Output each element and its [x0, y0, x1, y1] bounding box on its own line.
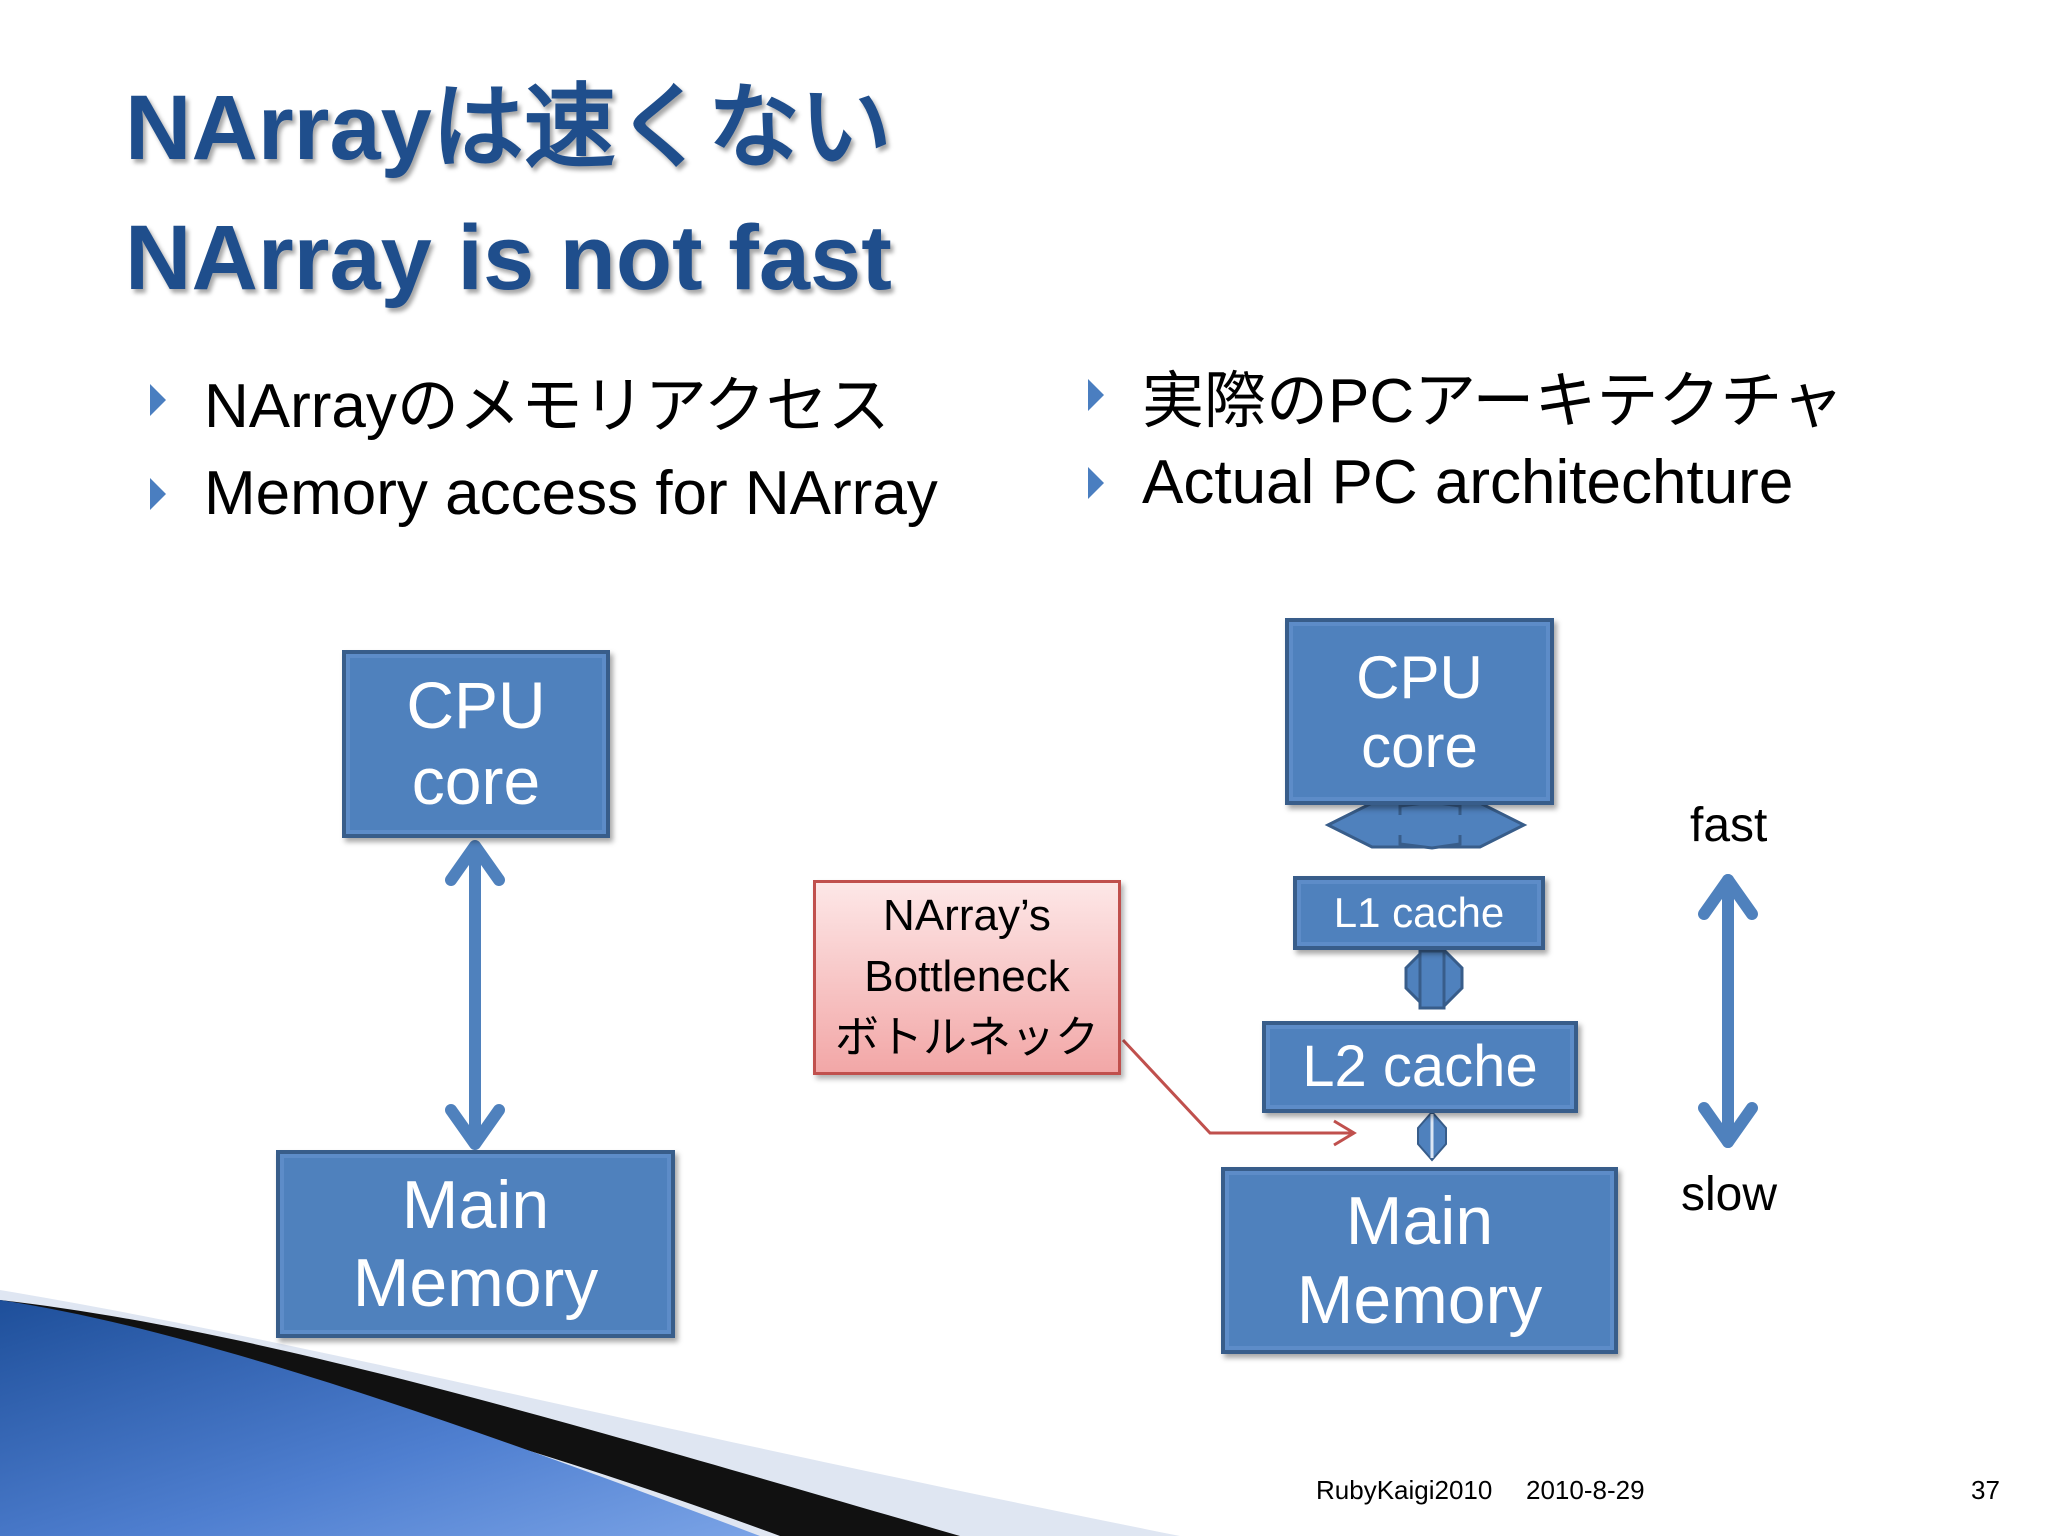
right-bullet-1-text: 実際のPCアーキテクチャ: [1142, 367, 1844, 436]
bottleneck-line-3: ボトルネック: [835, 1012, 1099, 1062]
right-cpu-core-box: CPU core: [1285, 618, 1554, 805]
l2-cache-label: L2 cache: [1302, 1033, 1538, 1099]
left-double-arrow: [445, 840, 505, 1150]
left-memory-label: Memory: [352, 1245, 599, 1321]
right-main-label: Main: [1345, 1183, 1494, 1260]
l1-cache-box: L1 cache: [1293, 876, 1545, 950]
speed-scale-arrow: [1698, 874, 1758, 1148]
fast-label: fast: [1690, 799, 1768, 852]
l1-l2-arrow: [1404, 946, 1464, 1010]
bullet-arrow-icon: [1088, 379, 1104, 411]
bottleneck-pointer: [1121, 1038, 1357, 1147]
right-cpu-label: CPU: [1356, 643, 1483, 711]
right-bullet-2: Actual PC architechture: [1088, 447, 1793, 518]
left-bullet-1: NArrayのメモリアクセス: [150, 355, 890, 445]
bottleneck-callout: NArray’s Bottleneck ボトルネック: [813, 880, 1121, 1075]
right-bullet-1: 実際のPCアーキテクチャ: [1088, 350, 1844, 440]
left-bullet-2-text: Memory access for NArray: [204, 459, 938, 528]
left-cpu-core-box: CPU core: [342, 650, 610, 838]
bullet-arrow-icon: [150, 384, 166, 416]
left-bullet-1-text: NArrayのメモリアクセス: [204, 372, 890, 441]
slide-title-japanese: NArrayは速くない: [125, 77, 892, 179]
left-main-label: Main: [401, 1166, 550, 1243]
left-main-memory-box: Main Memory: [276, 1150, 675, 1338]
l1-cache-label: L1 cache: [1333, 888, 1505, 936]
left-bullet-2: Memory access for NArray: [150, 458, 938, 529]
right-main-memory-box: Main Memory: [1221, 1167, 1618, 1354]
left-core-label: core: [411, 744, 541, 818]
footer-event: RubyKaigi2010: [1316, 1475, 1493, 1505]
cpu-l1-arrow: [1324, 800, 1528, 850]
footer-date: 2010-8-29: [1526, 1475, 1645, 1505]
right-core-label: core: [1361, 712, 1478, 780]
right-memory-label: Memory: [1296, 1261, 1543, 1338]
l2-cache-box: L2 cache: [1262, 1021, 1578, 1113]
bullet-arrow-icon: [1088, 466, 1104, 499]
bottleneck-line-2: Bottleneck: [864, 952, 1070, 1002]
swoosh-blue: [0, 1300, 760, 1536]
slide-number: 37: [1971, 1475, 2000, 1505]
right-bullet-2-text: Actual PC architechture: [1142, 448, 1794, 517]
slow-label: slow: [1681, 1168, 1778, 1221]
bullet-arrow-icon: [150, 477, 166, 510]
left-cpu-label: CPU: [406, 668, 546, 743]
bottleneck-line-1: NArray’s: [883, 891, 1051, 941]
l2-memory-arrow: [1417, 1110, 1447, 1162]
slide-title-english: NArray is not fast: [125, 207, 892, 309]
